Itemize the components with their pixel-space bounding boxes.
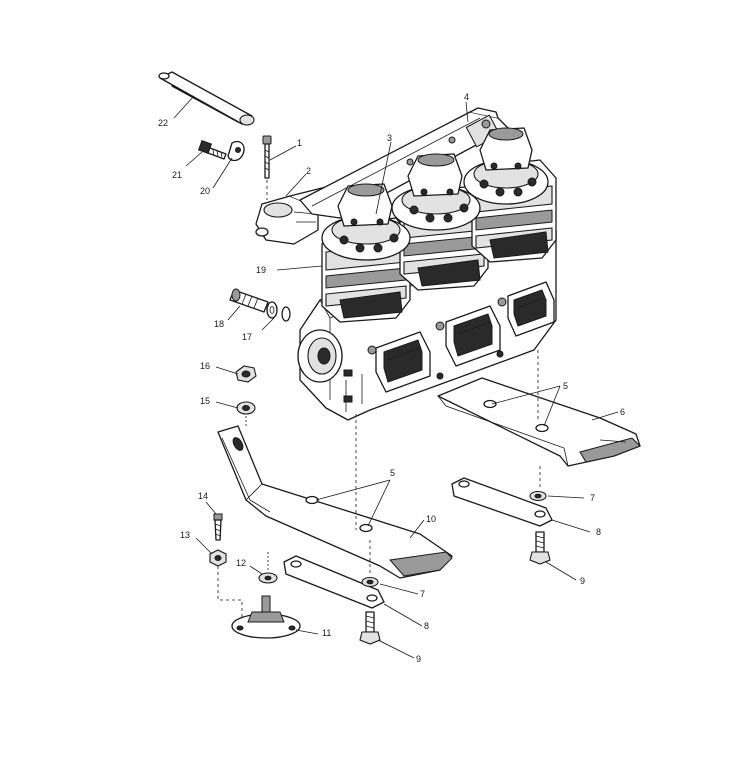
callout-21: 21 xyxy=(172,170,182,180)
part-13-nut xyxy=(209,549,227,567)
callout-9a: 9 xyxy=(580,576,585,586)
callout-5b: 5 xyxy=(390,468,395,478)
part-15-washer xyxy=(236,401,256,428)
cylinder-head-3 xyxy=(463,127,549,205)
part-9-bolt-left xyxy=(359,611,381,645)
callout-8a: 8 xyxy=(596,527,601,537)
callout-10: 10 xyxy=(426,514,436,524)
part-22-tube xyxy=(158,71,255,126)
part-8-plate-left xyxy=(283,555,385,609)
callout-labels: 1 2 3 4 5 5 6 7 7 8 8 9 9 10 11 12 13 14… xyxy=(158,92,625,664)
callout-5a: 5 xyxy=(563,381,568,391)
callout-9b: 9 xyxy=(416,654,421,664)
part-21-bolt xyxy=(197,139,227,160)
intake-port-2 xyxy=(445,305,501,367)
part-18-stud xyxy=(229,288,269,313)
callout-12: 12 xyxy=(236,558,246,568)
cylinder-head-1 xyxy=(321,183,411,261)
part-6-mount-bracket xyxy=(437,377,641,467)
part-17-washer xyxy=(266,301,291,322)
part-7-washer-left xyxy=(361,576,379,588)
callout-4: 4 xyxy=(464,92,469,102)
callout-13: 13 xyxy=(180,530,190,540)
callout-6: 6 xyxy=(620,407,625,417)
part-20-clip xyxy=(227,140,245,162)
part-8-plate-right xyxy=(451,477,553,527)
callout-7a: 7 xyxy=(590,493,595,503)
part-16-nut xyxy=(235,365,257,383)
part-7-washer-right xyxy=(529,490,547,502)
intake-port-3 xyxy=(507,281,555,337)
callout-22: 22 xyxy=(158,118,168,128)
part-10-mount-bracket xyxy=(217,425,453,579)
part-9-bolt-right xyxy=(529,531,551,565)
callout-3: 3 xyxy=(387,133,392,143)
callout-8b: 8 xyxy=(424,621,429,631)
callout-17: 17 xyxy=(242,332,252,342)
callout-11: 11 xyxy=(322,628,331,638)
callout-2: 2 xyxy=(306,166,311,176)
alignment-lines xyxy=(217,350,541,618)
callout-18: 18 xyxy=(214,319,224,329)
part-11-rubber-mount xyxy=(231,595,301,639)
cylinder-head-2 xyxy=(391,153,481,231)
callout-14: 14 xyxy=(198,491,208,501)
callout-7b: 7 xyxy=(420,589,425,599)
callout-19: 19 xyxy=(256,265,266,275)
intake-port-1 xyxy=(375,331,431,393)
callout-20: 20 xyxy=(200,186,210,196)
part-12-washer xyxy=(258,552,278,584)
part-1-bolt xyxy=(262,135,272,200)
leader-lines xyxy=(173,95,619,659)
callout-1: 1 xyxy=(297,138,302,148)
callout-15: 15 xyxy=(200,396,210,406)
callout-16: 16 xyxy=(200,361,210,371)
part-14-screw xyxy=(213,513,223,541)
